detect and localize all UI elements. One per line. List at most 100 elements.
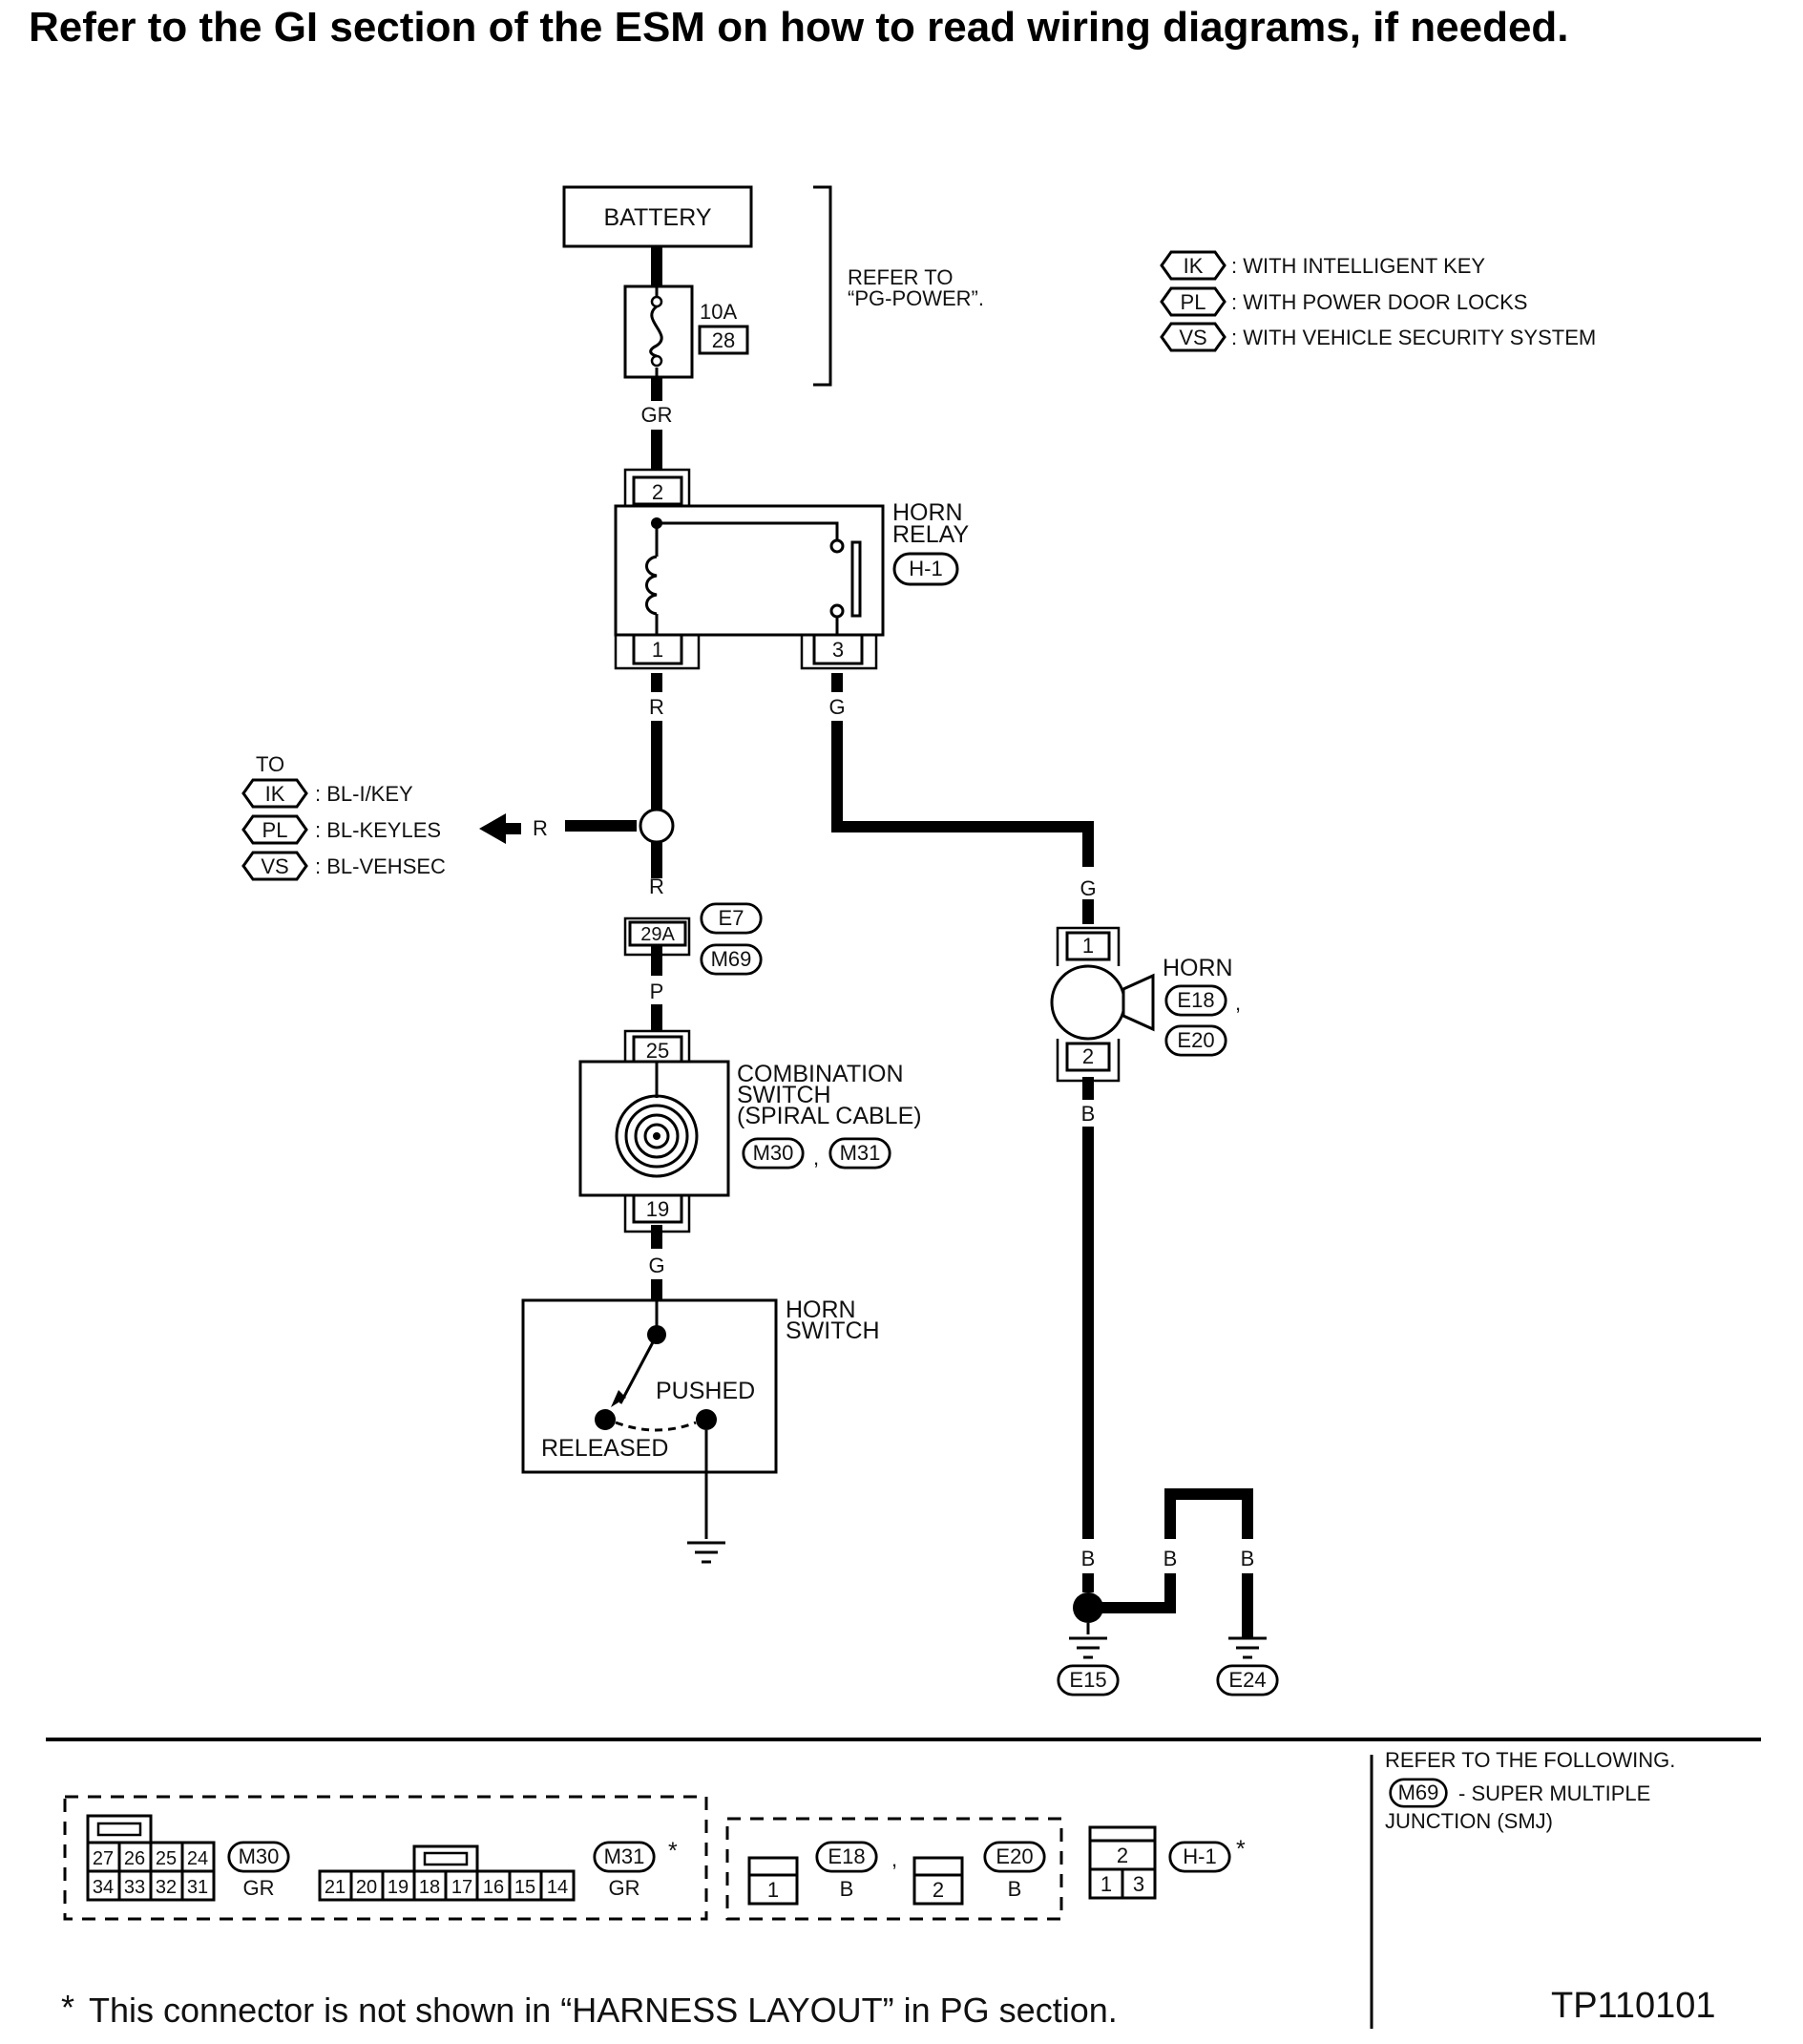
fuse-symbol [623,284,694,379]
junction-conn-e7: E7 [719,906,744,930]
combo-pin-19: 19 [646,1197,669,1221]
refer-box-line3: JUNCTION (SMJ) [1385,1809,1553,1833]
battery-refer-2: “PG-POWER”. [848,286,984,310]
legend-text-ik: : WITH INTELLIGENT KEY [1231,254,1485,278]
e18-sep: , [891,1847,897,1871]
legend-text-pl: : WITH POWER DOOR LOCKS [1231,290,1527,314]
h1-star: * [1236,1836,1246,1863]
ground-wire-1: B [1081,1547,1096,1570]
relay-pin-1: 1 [652,638,663,662]
connector-e20 [912,1856,964,1906]
connector-e18 [747,1856,799,1906]
m31-pin-21: 21 [325,1877,346,1898]
horn-conn-e18: E18 [1177,988,1214,1012]
m30-color: GR [243,1876,275,1900]
horn-switch-pushed: PUSHED [656,1378,755,1404]
ground-symbol-e24 [1226,1636,1268,1659]
fuse-number: 28 [712,328,735,352]
h1-pin-3: 3 [1133,1872,1144,1896]
relay-name-1: HORN [892,499,963,526]
e18-pin: 1 [767,1878,779,1902]
wire-color-r-junction: R [649,874,664,898]
junction-conn-m69: M69 [711,947,752,971]
wire-b-loop [1164,1488,1253,1539]
wire-color-p: P [650,980,664,1003]
relay-pin-3: 3 [832,638,844,662]
wire-color-b-horn: B [1081,1102,1096,1126]
connector-group-e18-e20 [725,1817,1063,1921]
branch-code-ik: IK [265,782,285,806]
horn-conn-sep: , [1235,991,1241,1015]
relay-pin-2: 2 [652,480,663,504]
branch-text-pl: : BL-KEYLES [315,818,441,842]
footnote-star: * [61,1988,74,2027]
branch-text-ik: : BL-I/KEY [315,782,413,806]
e18-code: E18 [828,1844,865,1868]
horn-switch-released: RELEASED [541,1435,668,1462]
combo-conn-m31: M31 [840,1141,881,1165]
branch-wire-r: R [533,816,548,840]
footnote-text: This connector is not shown in “HARNESS … [89,1991,1118,2030]
combo-pin-25: 25 [646,1039,669,1063]
refer-box-line2: - SUPER MULTIPLE [1458,1781,1650,1805]
m31-star: * [668,1838,678,1865]
branch-code-pl: PL [262,818,288,842]
m31-color: GR [609,1876,640,1900]
combo-conn-sep: , [813,1146,819,1170]
h1-code: H-1 [1183,1844,1216,1868]
ground-symbol-e15 [1067,1636,1109,1659]
ground-splice [1073,1592,1103,1623]
m30-pin-25: 25 [156,1848,177,1869]
connector-h1 [1088,1825,1157,1900]
combo-name-3: (SPIRAL CABLE) [737,1103,922,1129]
junction-connector [623,917,691,957]
horn-name: HORN [1163,955,1233,981]
ground-wire-2: B [1164,1547,1178,1570]
fuse-number-box [698,325,749,355]
branch-to: TO [256,752,284,776]
fuse-rating: 10A [700,300,737,324]
legend-code-vs: VS [1179,326,1206,349]
combination-switch [578,1029,730,1233]
m30-pin-33: 33 [124,1877,145,1898]
h1-pin-top: 2 [1117,1844,1128,1867]
horn-relay [614,468,885,670]
combo-conn-m30: M30 [753,1141,794,1165]
battery-box [562,185,753,248]
connector-group-m30-m31 [63,1795,708,1921]
figure-id: TP110101 [1551,1986,1716,2026]
ground-e15: E15 [1069,1668,1106,1692]
legend: IK : WITH INTELLIGENT KEY PL : WITH POWE… [1160,250,1596,352]
m31-pin-15: 15 [514,1877,535,1898]
horn-switch-name-2: SWITCH [786,1317,880,1344]
ground-wire-3: B [1241,1547,1255,1570]
wire-color-g-horn: G [1080,876,1096,900]
m30-pin-34: 34 [93,1877,114,1898]
connector-m30 [86,1814,216,1902]
m31-code: M31 [604,1844,645,1868]
junction-pin: 29A [640,924,675,945]
ground-e24: E24 [1228,1668,1266,1692]
wire-color-g-relay: G [828,695,845,719]
m31-pin-19: 19 [388,1877,409,1898]
m30-pin-27: 27 [93,1848,114,1869]
horn-pin-1: 1 [1082,934,1094,958]
branch-arrow [479,813,521,844]
e20-code: E20 [996,1844,1033,1868]
legend-code-pl: PL [1181,290,1206,314]
wire-color-gr: GR [641,403,673,427]
battery-bracket [813,185,832,387]
wire-b-jumper [1096,1573,1176,1613]
legend-text-vs: : WITH VEHICLE SECURITY SYSTEM [1231,326,1596,349]
m31-pin-16: 16 [483,1877,504,1898]
e20-pin: 2 [933,1878,944,1902]
m31-pin-17: 17 [451,1877,472,1898]
horn-switch-name-1: HORN [786,1296,856,1323]
m30-pin-26: 26 [124,1848,145,1869]
connector-m31 [318,1844,576,1902]
splice-point [639,808,675,844]
wire-color-r-relay: R [649,695,664,719]
m31-pin-20: 20 [356,1877,377,1898]
relay-connector: H-1 [909,557,942,580]
